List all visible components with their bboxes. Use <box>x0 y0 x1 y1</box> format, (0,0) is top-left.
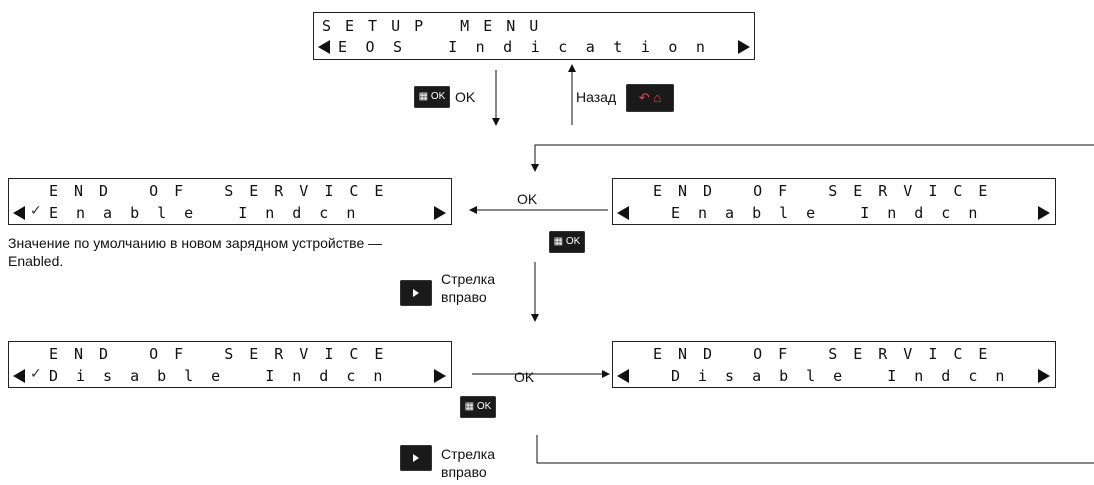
right-arrow-key-button[interactable] <box>400 280 432 306</box>
back-key-button[interactable]: ↶ ⌂ <box>626 84 674 112</box>
lcd-line-1: SETUP MENU <box>322 17 553 35</box>
lcd-line-1: END OF SERVICE <box>49 345 400 363</box>
loop-bottom-line <box>536 435 1094 464</box>
right-arrow-key-button[interactable] <box>400 445 432 471</box>
lcd-line-2: Disable Indcn <box>671 367 1023 385</box>
scroll-left-icon <box>318 40 330 54</box>
right-arrow-label-line2: вправо <box>441 289 487 305</box>
lcd-line-2: Enable Indcn <box>671 204 996 222</box>
scroll-left-icon <box>617 206 629 220</box>
lcd-line-2: Disable Indcn <box>49 367 401 385</box>
lcd-line-2: Enable Indcn <box>49 204 374 222</box>
lcd-line-1: END OF SERVICE <box>653 182 1004 200</box>
scroll-left-icon <box>617 369 629 383</box>
lcd-line-1: END OF SERVICE <box>653 345 1004 363</box>
ok-label: OK <box>517 191 538 207</box>
scroll-right-icon <box>1038 369 1050 383</box>
lcd-line-1: END OF SERVICE <box>49 182 400 200</box>
loop-top-line <box>531 144 1094 172</box>
ok-key-button[interactable]: ▦ OK <box>460 396 496 418</box>
scroll-left-icon <box>13 369 25 383</box>
right-arrow-label-line1: Стрелка <box>441 271 496 287</box>
checkmark-icon: ✓ <box>30 366 42 382</box>
ok-key-button[interactable]: ▦ OK <box>414 86 450 108</box>
lcd-disable-unchecked: END OF SERVICE Disable Indcn <box>612 341 1056 388</box>
right-arrow-icon <box>413 454 419 462</box>
lcd-disable-checked: END OF SERVICE ✓ Disable Indcn <box>8 341 452 388</box>
scroll-left-icon <box>13 206 25 220</box>
right-arrow-icon <box>413 289 419 297</box>
right-arrow-label-line1: Стрелка <box>441 446 496 462</box>
scroll-right-icon <box>1038 206 1050 220</box>
lcd-line-2: EOS Indication <box>338 38 724 56</box>
checkmark-icon: ✓ <box>30 203 42 219</box>
back-label: Назад <box>576 89 617 105</box>
ok-label: OK <box>455 89 476 105</box>
lcd-enable-checked: END OF SERVICE ✓ Enable Indcn <box>8 178 452 225</box>
scroll-right-icon <box>434 206 446 220</box>
scroll-right-icon <box>434 369 446 383</box>
ok-key-button[interactable]: ▦ OK <box>549 231 585 253</box>
ok-label: OK <box>514 369 535 385</box>
right-arrow-label-line2: вправо <box>441 464 487 480</box>
scroll-right-icon <box>738 40 750 54</box>
default-value-note: Значение по умолчанию в новом зарядном у… <box>8 235 383 269</box>
lcd-enable-unchecked: END OF SERVICE Enable Indcn <box>612 178 1056 225</box>
lcd-setup-menu: SETUP MENU EOS Indication <box>313 12 755 60</box>
